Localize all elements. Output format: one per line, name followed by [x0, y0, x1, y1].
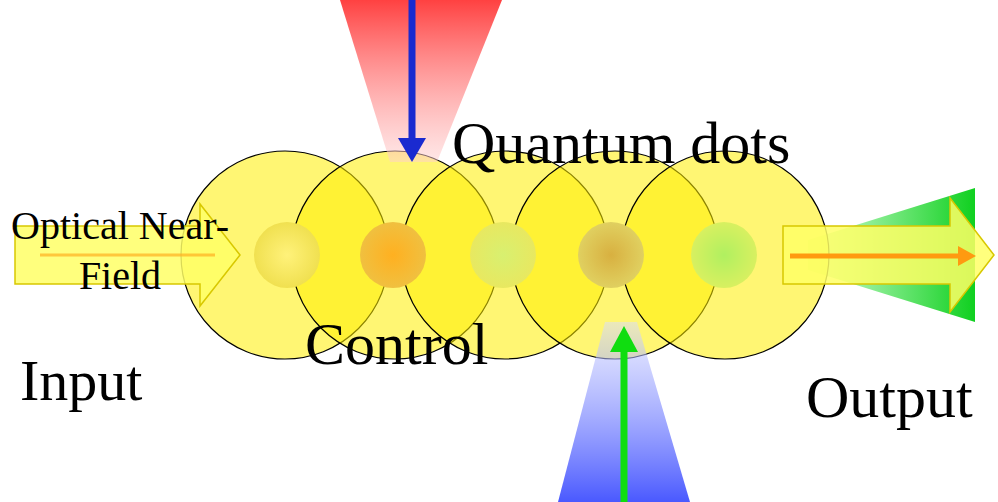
control-beam-bottom	[558, 322, 690, 502]
quantum-dot-circles	[181, 151, 829, 359]
control-label: Control	[305, 314, 488, 374]
control-arrow-top-head	[398, 138, 426, 162]
input-field-label: Optical Near-Field	[5, 201, 235, 301]
input-label: Input	[20, 352, 142, 410]
control-arrow-bottom-head	[610, 326, 638, 352]
output-arrow	[783, 198, 994, 312]
quantum-dot-cores	[254, 222, 757, 288]
control-arrow-bottom	[621, 350, 628, 502]
control-arrow-top	[409, 0, 416, 140]
quantum-dots-label: Quantum dots	[452, 113, 790, 173]
output-inner-arrow	[790, 254, 960, 259]
output-label: Output	[806, 367, 973, 427]
output-inner-arrow-head	[958, 246, 976, 266]
